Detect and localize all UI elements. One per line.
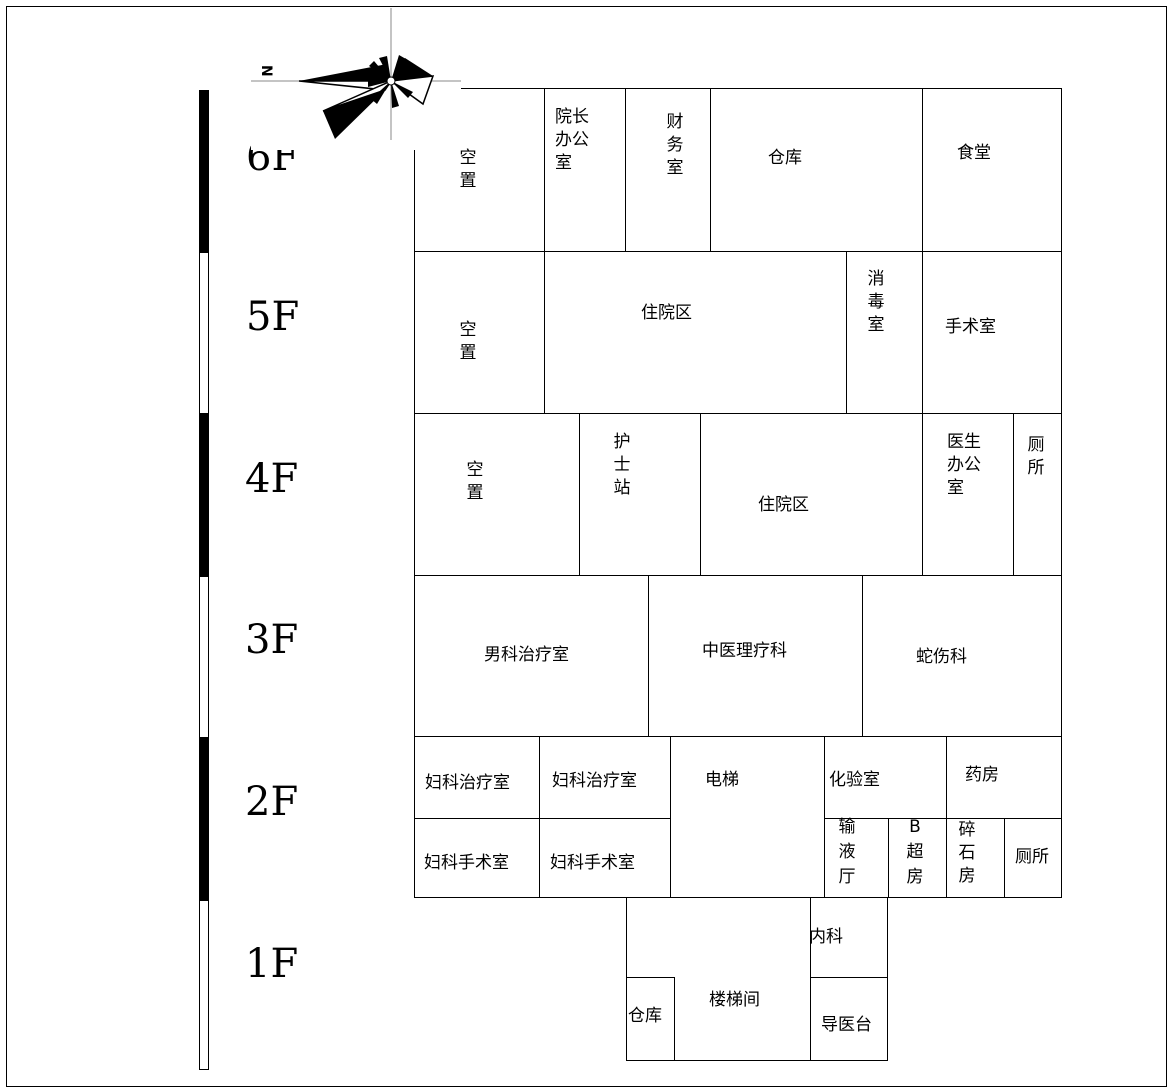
scale-bar-segment-5f (199, 252, 209, 414)
room-f5-surgery: 手术室 (922, 251, 1062, 414)
room-f6-canteen: 食堂 (922, 88, 1062, 252)
north-letter: N (258, 65, 274, 77)
floor-label-3f: 3F (245, 617, 299, 663)
room-f2-infusion-hall: 输液厅 (824, 817, 889, 898)
room-f2-b-ultrasound: B超房 (888, 817, 947, 898)
room-f2-elevator: 电梯 (670, 736, 825, 898)
compass-rose: N (251, 8, 461, 150)
room-f2-lithotripsy: 碎石房 (946, 818, 1005, 898)
scale-bar-segment-6f (199, 90, 209, 252)
floor-label-2f: 2F (245, 779, 299, 825)
room-f5-vacant: 空置 (414, 251, 545, 414)
room-f4-vacant: 空置 (414, 413, 580, 576)
room-f2-lab: 化验室 (824, 736, 947, 819)
room-f6-president-office: 院长办公室 (544, 88, 626, 252)
room-f4-doctor-office: 医生办公室 (922, 413, 1014, 576)
room-f1-reception: 导医台 (810, 977, 888, 1061)
room-f2-gyn-treatment-2: 妇科治疗室 (539, 736, 671, 819)
room-f3-tcm-therapy: 中医理疗科 (648, 575, 863, 737)
scale-bar-segment-4f (199, 414, 209, 576)
compass-rose-icon: N (251, 8, 461, 140)
room-f5-inpatient: 住院区 (544, 251, 847, 414)
room-f2-gyn-surgery-2: 妇科手术室 (539, 818, 671, 898)
room-f2-gyn-treatment-1: 妇科治疗室 (414, 736, 540, 819)
room-f6-storage: 仓库 (710, 88, 923, 252)
floor-label-5f: 5F (246, 294, 300, 340)
floor-label-4f: 4F (245, 456, 299, 502)
scale-bar-segment-1f (199, 900, 209, 1070)
room-f3-snakebite: 蛇伤科 (862, 575, 1062, 737)
room-f5-disinfection: 消毒室 (846, 251, 923, 414)
room-f1-internal-medicine: 内科 (809, 897, 888, 981)
room-f3-andrology: 男科治疗室 (414, 575, 649, 737)
drawing-frame (6, 6, 1167, 1087)
room-f2-toilet: 厕所 (1004, 818, 1062, 898)
room-f1-storage: 仓库 (626, 977, 675, 1061)
room-f4-toilet: 厕所 (1013, 413, 1062, 576)
scale-bar-segment-2f (199, 738, 209, 900)
room-f4-inpatient: 住院区 (700, 413, 923, 576)
room-f4-nurse-station: 护士站 (579, 413, 701, 576)
room-f2-gyn-surgery-1: 妇科手术室 (414, 818, 540, 898)
scale-bar-segment-3f (199, 576, 209, 738)
floor-label-1f: 1F (245, 941, 299, 987)
room-f6-finance: 财务室 (625, 88, 711, 252)
room-f2-pharmacy: 药房 (946, 736, 1062, 819)
